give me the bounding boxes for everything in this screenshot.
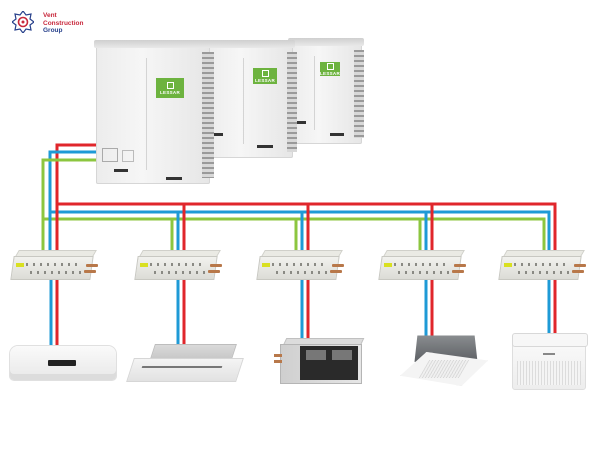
branch-box-label: [262, 263, 270, 267]
odu-seam: [146, 58, 147, 170]
odu-side-grille: [354, 50, 364, 138]
blue-pipe-feed: [48, 150, 96, 212]
duct-copper-connections: [274, 354, 282, 366]
odu-slot: [209, 133, 223, 136]
copper-stub: [84, 270, 96, 273]
outdoor-unit-1: LESSAR: [94, 40, 214, 184]
branch-box-1: [10, 250, 98, 280]
branch-box-body: [498, 256, 582, 280]
copper-stub: [332, 264, 344, 267]
copper-stub: [454, 264, 466, 267]
brand-badge: LESSAR: [320, 62, 340, 76]
logo-line-vent: Vent: [43, 12, 57, 19]
cassette-air-slot: [141, 366, 223, 368]
brand-name: LESSAR: [254, 77, 276, 83]
odu-slot: [114, 169, 128, 172]
odu-slot: [257, 145, 273, 148]
logo-line-construction: Construction: [43, 19, 84, 27]
duct-outlet: [332, 350, 352, 360]
indoor-unit-floor-ceiling: [512, 333, 588, 390]
green-pipe-feed: [41, 158, 96, 219]
red-header: [57, 202, 557, 255]
branch-box-label: [16, 263, 24, 267]
blue-header: [50, 210, 551, 255]
branch-box-4: [378, 250, 466, 280]
branch-box-label: [140, 263, 148, 267]
branch-box-valves: [514, 263, 570, 266]
branch-box-valves: [276, 271, 330, 274]
brand-badge: LESSAR: [156, 78, 184, 98]
copper-stub: [574, 264, 586, 267]
odu-seam: [243, 58, 244, 144]
unit-top-louver: [512, 333, 588, 347]
logo-emblem-icon: [12, 11, 34, 33]
indoor-unit-one-way-cassette: [126, 342, 244, 382]
branch-box-body: [256, 256, 340, 280]
branch-box-valves: [154, 271, 208, 274]
odu-slot: [166, 177, 182, 180]
branch-box-valves: [272, 263, 328, 266]
brand-logo-icon: [166, 81, 174, 89]
logo-text: Vent Construction Group: [43, 12, 83, 35]
copper-stub: [86, 264, 98, 267]
indoor-unit-ducted: [274, 336, 365, 384]
odu-side-grille: [202, 52, 214, 178]
branch-box-body: [134, 256, 218, 280]
branch-box-5: [498, 250, 586, 280]
brand-logo-icon: [261, 69, 269, 77]
brand-name: LESSAR: [319, 70, 341, 76]
odu-slot: [330, 133, 344, 136]
copper-stub: [452, 270, 464, 273]
brand-badge: LESSAR: [253, 68, 277, 84]
indoor-unit-wall-mounted: [10, 346, 116, 380]
unit-display: [48, 360, 76, 366]
branch-box-valves: [30, 271, 84, 274]
brand-logo-icon: [326, 62, 334, 70]
odu-top: [203, 40, 295, 48]
branch-box-valves: [26, 263, 82, 266]
red-pipe-feed: [55, 143, 96, 204]
odu-top: [288, 38, 364, 46]
branch-box-valves: [150, 263, 206, 266]
indoor-unit-four-way-cassette: [398, 330, 490, 388]
branch-box-valves: [398, 271, 452, 274]
cassette-panel: [126, 358, 244, 382]
odu-top: [94, 40, 212, 48]
outdoor-unit-2: LESSAR: [203, 40, 297, 158]
brand-name: LESSAR: [159, 89, 181, 95]
branch-box-body: [10, 256, 94, 280]
branch-box-label: [384, 263, 392, 267]
copper-stub: [208, 270, 220, 273]
outdoor-unit-3: LESSAR: [288, 38, 364, 144]
branch-box-valves: [518, 271, 572, 274]
branch-box-body: [378, 256, 462, 280]
unit-intake-grille: [517, 361, 581, 385]
unit-brand-mark: [543, 353, 555, 355]
branch-box-valves: [394, 263, 450, 266]
green-header: [43, 217, 546, 255]
odu-service-panel: [102, 148, 118, 162]
branch-box-label: [504, 263, 512, 267]
copper-stub: [210, 264, 222, 267]
duct-outlet: [306, 350, 326, 360]
logo-line-group: Group: [43, 27, 63, 34]
copper-stub: [330, 270, 342, 273]
odu-side-grille: [287, 52, 297, 152]
branch-box-2: [134, 250, 222, 280]
company-logo: Vent Construction Group: [5, 8, 95, 38]
branch-box-3: [256, 250, 344, 280]
odu-slot: [294, 121, 306, 124]
copper-stub: [572, 270, 584, 273]
odu-service-panel: [122, 150, 134, 162]
odu-seam: [314, 56, 315, 130]
